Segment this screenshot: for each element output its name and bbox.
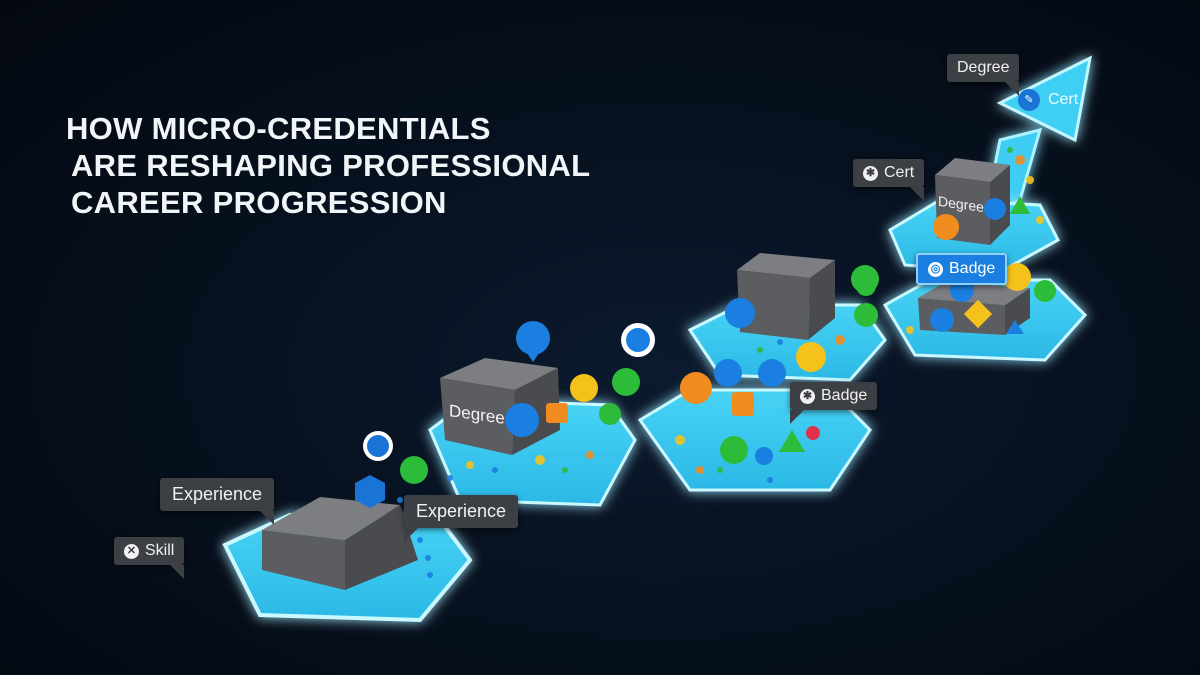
tag-experience-right: Experience bbox=[404, 495, 519, 542]
cert-arrow-label: Cert bbox=[1048, 91, 1079, 108]
tag-text: Badge bbox=[821, 387, 868, 404]
tag-degree-top: Degree bbox=[947, 54, 1020, 96]
cube-step-1 bbox=[262, 497, 418, 590]
tag-text: Degree bbox=[957, 59, 1010, 76]
tag-experience-left: Experience bbox=[160, 478, 275, 525]
tag-badge-upper: ◎ Badge bbox=[916, 253, 1008, 285]
tag-text: Experience bbox=[416, 501, 507, 521]
tag-text: Badge bbox=[949, 260, 996, 277]
title-line-1: HOW MICRO-CREDENTIALS bbox=[66, 111, 491, 146]
skill-icon: ✕ bbox=[124, 544, 139, 559]
cert-arrow-icon: ✎ bbox=[1018, 89, 1040, 111]
tag-text: Experience bbox=[172, 484, 263, 504]
credential-icons bbox=[355, 196, 1056, 508]
tag-cert-upper: ✱ Cert bbox=[853, 159, 925, 201]
tag-text: Cert bbox=[884, 164, 915, 181]
title-line-2: ARE RESHAPING PROFESSIONAL bbox=[71, 148, 591, 183]
tag-badge-mid: ✱ Badge bbox=[790, 382, 878, 424]
title-line-3: CAREER PROGRESSION bbox=[71, 185, 447, 220]
badge-icon: ✱ bbox=[800, 389, 815, 404]
tag-text: Skill bbox=[145, 542, 175, 559]
page-title: HOW MICRO-CREDENTIALS ARE RESHAPING PROF… bbox=[66, 110, 590, 221]
tag-skill: ✕ Skill bbox=[114, 537, 185, 579]
badge-upper-icon: ◎ bbox=[928, 262, 943, 277]
cube-step-3 bbox=[737, 253, 835, 340]
cert-icon: ✱ bbox=[863, 166, 878, 181]
confetti bbox=[397, 147, 1044, 578]
